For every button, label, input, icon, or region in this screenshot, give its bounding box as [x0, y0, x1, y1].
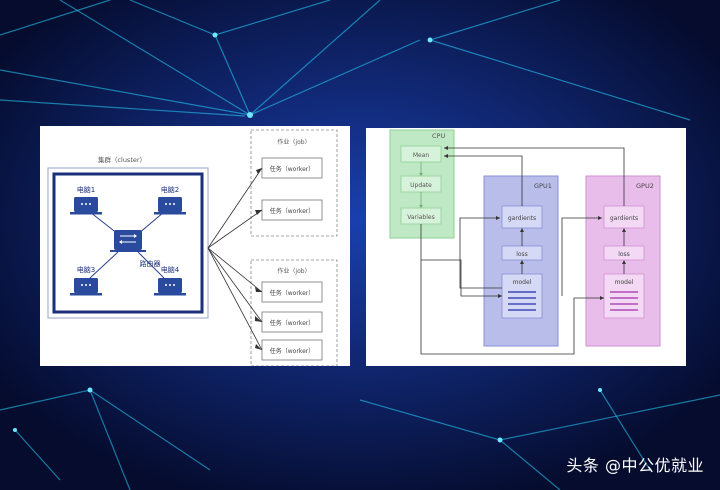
cluster-frame: [52, 172, 204, 314]
pc-label-4: 电脑4: [161, 265, 180, 274]
gpu1-model-label: model: [513, 279, 532, 286]
mean-label: Mean: [413, 152, 430, 159]
gpu2-gradients-label: gardients: [610, 215, 638, 222]
computer-icon: [154, 278, 186, 296]
gpu2-model-layers: [610, 291, 638, 311]
gpu1-gradients-label: gardients: [508, 215, 536, 222]
gpu2-model-label: model: [615, 279, 634, 286]
gpu-diagram-panel: CPU Mean Update Variables GPU1 gardients…: [366, 128, 686, 366]
worker-label: 任务（worker）: [270, 347, 314, 355]
update-label: Update: [410, 182, 432, 189]
pc-label-3: 电脑3: [77, 265, 95, 274]
job-title-1: 作业（job）: [277, 138, 310, 146]
worker-label: 任务（worker）: [270, 319, 314, 327]
worker-label: 任务（worker）: [270, 165, 314, 173]
gpu1-box: [483, 175, 559, 347]
sync-connections: [420, 147, 625, 355]
gpu-diagram: CPU Mean Update Variables GPU1 gardients…: [389, 129, 661, 355]
pc-label-2: 电脑2: [161, 185, 179, 194]
job-box-2: [250, 259, 338, 366]
cluster-diagram: 集群（cluster） 电脑1 电脑2 电脑3: [47, 129, 338, 366]
gpu2-box: [585, 175, 661, 347]
cluster-title: 集群（cluster）: [98, 155, 146, 164]
gpu2-loss-label: loss: [618, 251, 630, 258]
sync-arrow-heads: [444, 146, 626, 300]
job-box-1: [250, 129, 338, 237]
computer-icon: [70, 197, 102, 215]
worker-label: 任务（worker）: [270, 207, 314, 215]
job-title-2: 作业（job）: [277, 267, 310, 275]
router-label: 路由器: [140, 259, 161, 268]
cluster-outer-frame: [47, 167, 209, 319]
cluster-diagram-panel: 集群（cluster） 电脑1 电脑2 电脑3: [40, 126, 350, 366]
worker-arrows: [207, 167, 263, 351]
computer-icon: [154, 197, 186, 215]
arrow-heads: [255, 168, 262, 350]
gpu1-loss-label: loss: [516, 251, 528, 258]
watermark: 头条 @中公优就业: [566, 456, 704, 475]
gpu1-model-layers: [508, 291, 536, 311]
variables-label: Variables: [407, 214, 434, 221]
router-icon: [110, 230, 146, 252]
worker-label: 任务（worker）: [270, 289, 314, 297]
router-links: [89, 211, 165, 279]
gpu2-label: GPU2: [636, 182, 654, 190]
pc-label-1: 电脑1: [77, 185, 95, 194]
computer-icon: [70, 278, 102, 296]
gpu1-label: GPU1: [534, 182, 552, 190]
cpu-label: CPU: [432, 132, 445, 140]
